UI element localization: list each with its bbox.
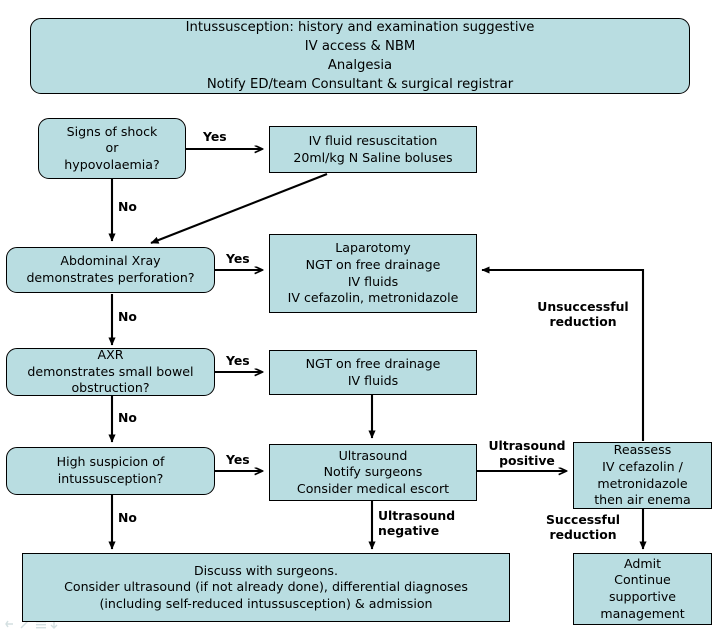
- edge-label-yes-perforation: Yes: [226, 251, 250, 266]
- node-decision-shock-text: Signs of shock or hypovolaemia?: [64, 123, 160, 172]
- node-ngt-free-drainage-text: NGT on free drainage IV fluids: [305, 355, 441, 388]
- node-iv-fluid-resuscitation[interactable]: IV fluid resuscitation 20ml/kg N Saline …: [269, 126, 477, 173]
- node-ultrasound[interactable]: Ultrasound Notify surgeons Consider medi…: [269, 444, 477, 501]
- node-header-summary-text: Intussusception: history and examination…: [185, 19, 535, 93]
- node-decision-high-suspicion[interactable]: High suspicion of intussusception?: [6, 447, 215, 495]
- node-admit-supportive-management[interactable]: Admit Continue supportive management: [573, 553, 712, 625]
- node-reassess-air-enema-text: Reassess IV cefazolin / metronidazole th…: [594, 442, 691, 508]
- edge-label-unsuccessful-reduction: Unsuccessful reduction: [537, 299, 629, 329]
- node-discuss-with-surgeons-text: Discuss with surgeons. Consider ultrasou…: [64, 562, 468, 611]
- edge-label-successful-reduction: Successful reduction: [545, 512, 621, 542]
- node-ngt-free-drainage[interactable]: NGT on free drainage IV fluids: [269, 350, 477, 395]
- edge-label-ultrasound-negative: Ultrasound negative: [378, 508, 456, 538]
- node-iv-fluid-resuscitation-text: IV fluid resuscitation 20ml/kg N Saline …: [293, 132, 453, 165]
- node-laparotomy-text: Laparotomy NGT on free drainage IV fluid…: [287, 240, 459, 306]
- edge-label-no-perforation: No: [118, 309, 137, 324]
- node-ultrasound-text: Ultrasound Notify surgeons Consider medi…: [296, 447, 450, 496]
- node-decision-shock[interactable]: Signs of shock or hypovolaemia?: [38, 118, 186, 179]
- node-discuss-with-surgeons[interactable]: Discuss with surgeons. Consider ultrasou…: [22, 553, 510, 622]
- node-laparotomy[interactable]: Laparotomy NGT on free drainage IV fluid…: [269, 234, 477, 313]
- edge-label-no-sbo: No: [118, 410, 137, 425]
- node-decision-axr-small-bowel-obstruction[interactable]: AXR demonstrates small bowel obstruction…: [6, 347, 215, 396]
- node-header-summary: Intussusception: history and examination…: [30, 18, 690, 94]
- edge-unsuccessful-reduction: [481, 266, 645, 441]
- edge-label-yes-suspicion: Yes: [226, 452, 250, 467]
- edge-label-no-shock: No: [118, 199, 137, 214]
- node-decision-abdominal-xray-perforation[interactable]: Abdominal Xray demonstrates perforation?: [6, 247, 215, 293]
- edge-ivfluid-axr: [150, 173, 328, 244]
- node-decision-axr-small-bowel-obstruction-text: AXR demonstrates small bowel obstruction…: [27, 347, 194, 396]
- edge-label-yes-shock: Yes: [203, 129, 227, 144]
- node-decision-high-suspicion-text: High suspicion of intussusception?: [56, 454, 165, 486]
- edge-label-ultrasound-positive: Ultrasound positive: [488, 438, 566, 468]
- edge-label-yes-sbo: Yes: [226, 353, 250, 368]
- node-admit-supportive-management-text: Admit Continue supportive management: [600, 555, 685, 621]
- node-decision-abdominal-xray-perforation-text: Abdominal Xray demonstrates perforation?: [26, 253, 195, 285]
- node-reassess-air-enema[interactable]: Reassess IV cefazolin / metronidazole th…: [573, 442, 712, 509]
- edge-label-no-suspicion: No: [118, 510, 137, 525]
